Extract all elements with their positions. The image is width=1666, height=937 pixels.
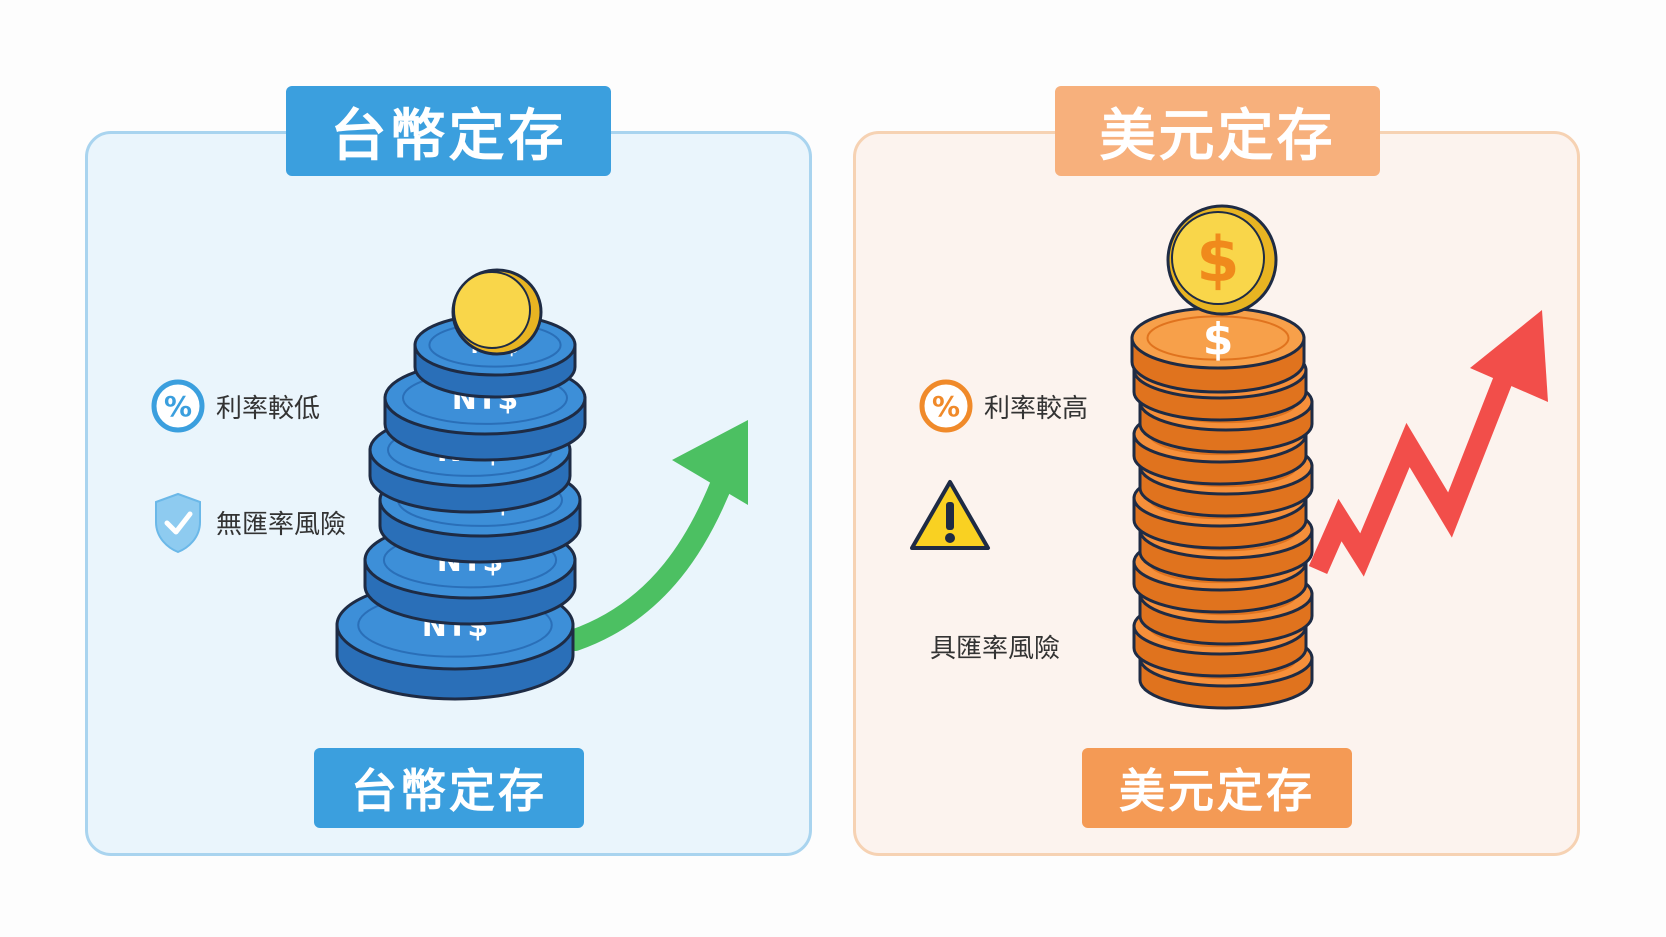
svg-text:%: % (932, 390, 960, 423)
percent-icon: % (150, 378, 206, 434)
ntd-feature-risk: 無匯率風險 (150, 490, 346, 554)
svg-text:%: % (164, 390, 192, 423)
feature-label: 具匯率風險 (930, 634, 1061, 664)
usd-bottom-label: 美元定存 (1119, 764, 1315, 818)
feature-label: 利率較高 (984, 393, 1089, 424)
percent-icon: % (918, 378, 974, 434)
green-growth-arrow-icon (564, 420, 748, 651)
ntd-title: 台幣定存 (330, 103, 567, 169)
stack-coin: $ (1130, 306, 1306, 394)
usd-title: 美元定存 (1099, 103, 1336, 169)
gold-dollar-coin-icon: $ (1166, 204, 1278, 316)
usd-title-tag: 美元定存 (1055, 86, 1380, 176)
red-rising-arrow-icon (1308, 310, 1548, 577)
gold-coin-icon (451, 268, 543, 356)
ntd-title-tag: 台幣定存 (286, 86, 611, 176)
usd-feature-risk: 具匯率風險 (930, 628, 1060, 665)
warning-icon (908, 478, 992, 552)
feature-label: 無匯率風險 (216, 509, 347, 540)
coin-symbol: $ (1196, 223, 1239, 296)
ntd-bottom-label: 台幣定存 (351, 764, 547, 818)
shield-check-icon (150, 490, 206, 554)
feature-label: 利率較低 (216, 393, 321, 424)
usd-bottom-tag: 美元定存 (1082, 748, 1352, 828)
usd-feature-rate: % 利率較高 (918, 378, 1088, 434)
coin-label: $ (1203, 314, 1234, 365)
ntd-coin-stack-icon: NT$NT$NT$NT$NT$NT$ (335, 313, 587, 701)
ntd-bottom-tag: 台幣定存 (314, 748, 584, 828)
ntd-feature-rate: % 利率較低 (150, 378, 320, 434)
usd-coin-stack-icon: $ (1130, 306, 1314, 710)
